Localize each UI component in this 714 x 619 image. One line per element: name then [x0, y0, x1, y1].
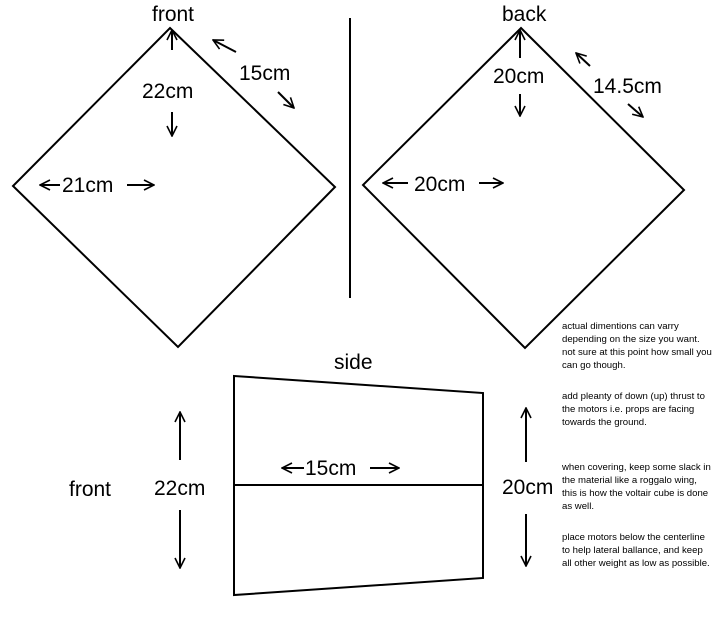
front-width-label: 21cm	[62, 174, 113, 197]
front-edge-label: 15cm	[239, 62, 290, 85]
back-diamond-outline	[361, 26, 686, 350]
back-width-label: 20cm	[414, 173, 465, 196]
side-view-title: side	[334, 351, 373, 374]
note-dimensions: actual dimentions can varry depending on…	[562, 321, 712, 371]
front-height-label: 22cm	[142, 80, 193, 103]
side-view	[180, 374, 526, 597]
side-front-height-label: 22cm	[154, 477, 205, 500]
back-view	[361, 26, 686, 350]
front-edge-arrow-up	[213, 39, 237, 53]
back-edge-arrow-up	[576, 53, 591, 67]
side-front-label: front	[69, 478, 111, 501]
side-length-label: 15cm	[305, 457, 356, 480]
front-view	[11, 26, 337, 349]
back-edge-arrow-down	[627, 103, 643, 117]
note-thrust: add pleanty of down (up) thrust to the m…	[562, 391, 705, 428]
side-trapezoid-outline	[233, 374, 484, 597]
front-diamond-outline	[11, 26, 337, 349]
front-view-title: front	[152, 3, 194, 26]
front-edge-arrow-down	[277, 91, 294, 108]
side-back-height-label: 20cm	[502, 476, 553, 499]
note-covering: when covering, keep some slack in the ma…	[562, 462, 711, 512]
note-motors: place motors below the centerline to hel…	[562, 532, 710, 569]
back-edge-label: 14.5cm	[593, 75, 662, 98]
back-view-title: back	[502, 3, 547, 26]
back-height-label: 20cm	[493, 65, 544, 88]
